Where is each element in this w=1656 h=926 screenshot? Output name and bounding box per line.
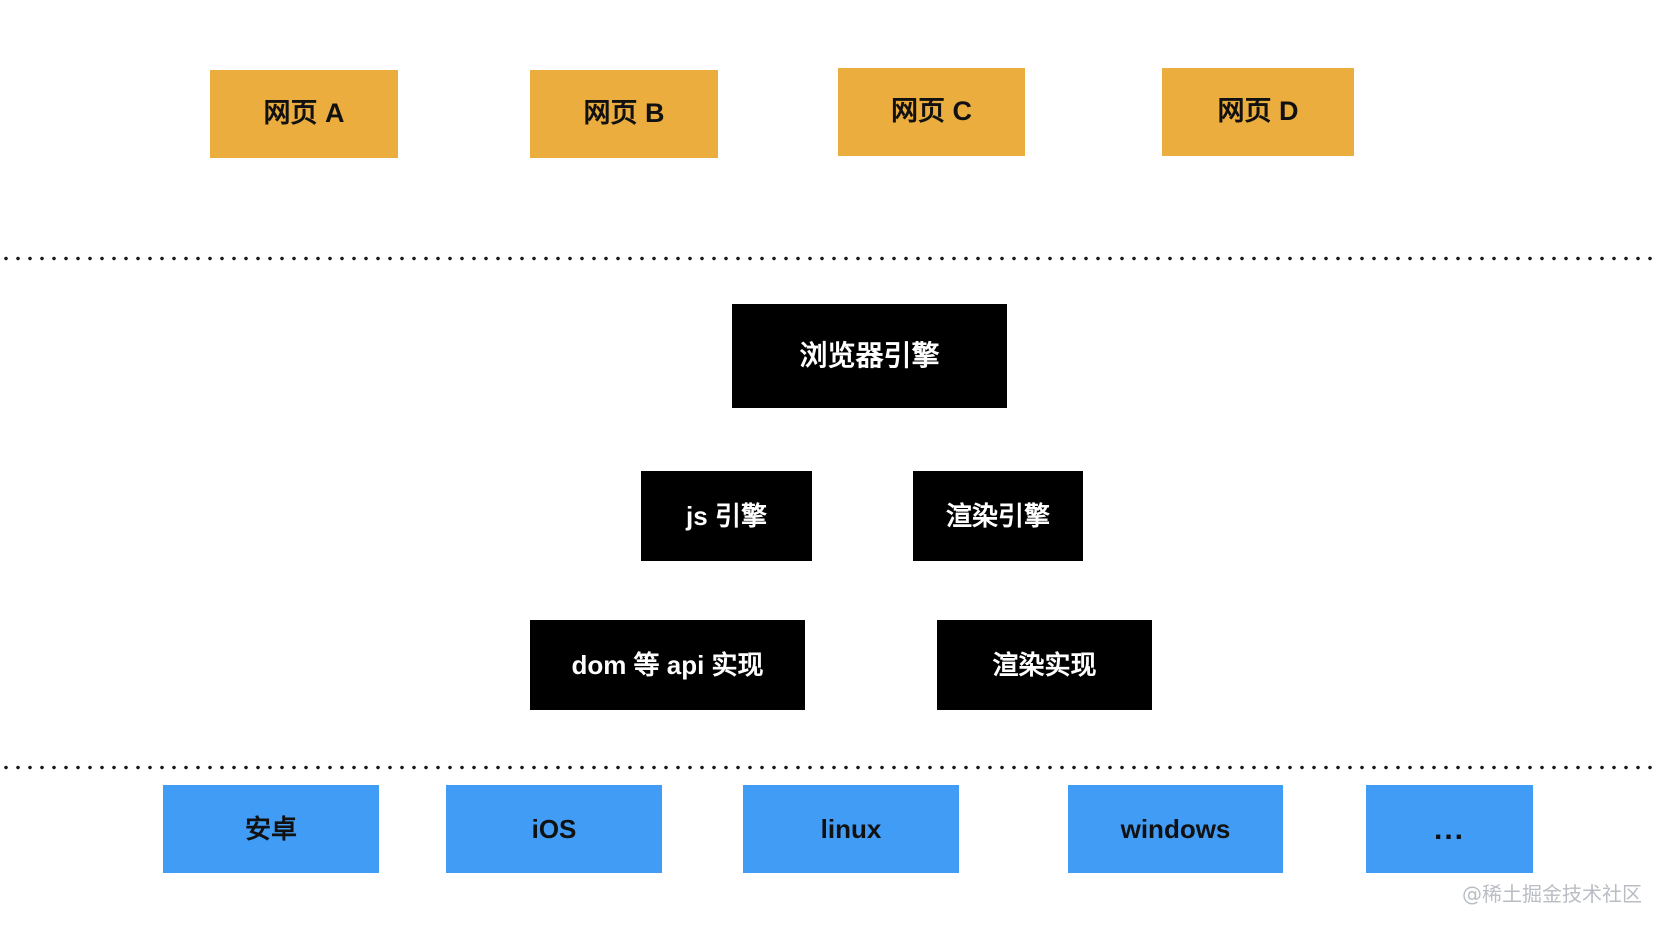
web-page-box-a: 网页 A: [210, 70, 398, 158]
os-label-more: ...: [1433, 812, 1465, 846]
web-page-label-d: 网页 D: [1217, 96, 1299, 127]
web-page-label-c: 网页 C: [891, 96, 972, 127]
web-page-label-a: 网页 A: [263, 98, 345, 129]
os-label-windows: windows: [1120, 813, 1231, 844]
dom-api-impl-label: dom 等 api 实现: [571, 649, 764, 680]
os-box-ios: iOS: [446, 785, 662, 873]
web-page-label-b: 网页 B: [583, 98, 665, 129]
watermark: @稀土掘金技术社区: [1462, 882, 1642, 906]
web-page-box-b: 网页 B: [530, 70, 718, 158]
render-impl-label: 渲染实现: [992, 649, 1097, 680]
js-engine-label: js 引擎: [686, 500, 767, 531]
render-impl-box: 渲染实现: [937, 620, 1152, 710]
os-label-linux: linux: [820, 813, 882, 844]
os-label-android: 安卓: [244, 813, 297, 844]
web-page-box-d: 网页 D: [1162, 68, 1354, 156]
os-box-more: ...: [1366, 785, 1533, 873]
dom-api-impl-box: dom 等 api 实现: [530, 620, 805, 710]
render-engine-box: 渲染引擎: [913, 471, 1083, 561]
web-page-box-c: 网页 C: [838, 68, 1025, 156]
os-label-ios: iOS: [531, 813, 577, 844]
divider-pages-engine: [0, 256, 1656, 261]
os-box-linux: linux: [743, 785, 959, 873]
divider-engine-os: [0, 765, 1656, 770]
os-box-android: 安卓: [163, 785, 379, 873]
os-box-windows: windows: [1068, 785, 1283, 873]
browser-engine-label: 浏览器引擎: [799, 339, 940, 371]
browser-engine-box: 浏览器引擎: [732, 304, 1007, 408]
render-engine-label: 渲染引擎: [945, 500, 1050, 531]
js-engine-box: js 引擎: [641, 471, 812, 561]
